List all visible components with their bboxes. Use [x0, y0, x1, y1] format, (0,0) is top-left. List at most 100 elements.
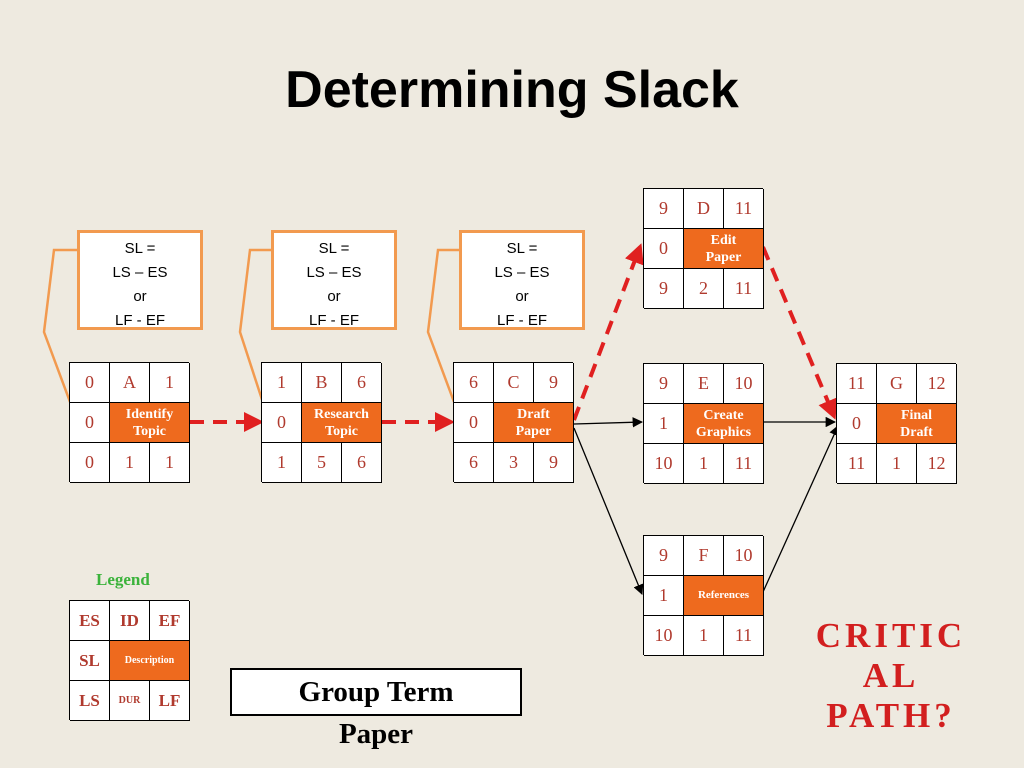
duration: 1 [877, 444, 917, 484]
late-start: 10 [644, 444, 684, 484]
legend-sl: SL [70, 641, 110, 681]
formula-line: LF - EF [496, 312, 547, 329]
slide-title: Determining Slack [285, 61, 739, 119]
slack: 1 [644, 404, 684, 444]
late-start: 1 [262, 443, 302, 483]
slack: 0 [454, 403, 494, 443]
formula-line: SL = [124, 240, 156, 257]
legend-title: Legend [96, 570, 150, 589]
callout-connector-b [238, 248, 271, 419]
late-finish: 12 [917, 444, 957, 484]
legend-description: Description [110, 641, 190, 681]
question-line: CRITIC [815, 616, 967, 655]
description-line: Draft [517, 406, 550, 422]
formula-line: LS – ES [306, 264, 362, 281]
description-line: Topic [325, 423, 358, 439]
duration: 1 [684, 444, 724, 484]
early-start: 9 [644, 189, 684, 229]
activity-id: B [302, 363, 342, 403]
description-line: Paper [705, 249, 742, 265]
formula-line: SL = [318, 240, 350, 257]
question-line: PATH? [826, 696, 956, 735]
slack-formula-callout: SL = LS – ES or LF - EF [77, 230, 203, 330]
formula-line: LF - EF [308, 312, 359, 329]
legend-ef: EF [150, 601, 190, 641]
activity-description: References [684, 576, 764, 616]
late-finish: 6 [342, 443, 382, 483]
early-finish: 11 [724, 189, 764, 229]
late-start: 10 [644, 616, 684, 656]
early-start: 9 [644, 536, 684, 576]
late-finish: 11 [724, 616, 764, 656]
slack-formula-callout: SL = LS – ES or LF - EF [271, 230, 397, 330]
legend-es: ES [70, 601, 110, 641]
description-line: Create [703, 407, 744, 423]
slack: 0 [70, 403, 110, 443]
project-name-box [230, 668, 522, 716]
arrow-c-e [573, 417, 644, 428]
critical-path-question: CRITIC AL PATH? [800, 616, 982, 736]
legend-ls: LS [70, 681, 110, 721]
legend-dur: DUR [110, 681, 150, 721]
description-line: Final [900, 407, 933, 423]
description-line: Identify [125, 406, 174, 422]
slack: 0 [837, 404, 877, 444]
description-line: Topic [133, 423, 166, 439]
early-start: 9 [644, 364, 684, 404]
early-start: 0 [70, 363, 110, 403]
description-line: Graphics [695, 424, 752, 440]
late-start: 9 [644, 269, 684, 309]
slack: 0 [644, 229, 684, 269]
duration: 5 [302, 443, 342, 483]
formula-line: LS – ES [494, 264, 550, 281]
description-line: Paper [515, 423, 552, 439]
formula-line: LS – ES [112, 264, 168, 281]
project-name-line: Group Term [298, 676, 454, 708]
slack-formula-callout: SL = LS – ES or LF - EF [459, 230, 585, 330]
description-line: Research [314, 406, 369, 422]
slack: 0 [262, 403, 302, 443]
early-finish: 12 [917, 364, 957, 404]
activity-id: F [684, 536, 724, 576]
early-finish: 1 [150, 363, 190, 403]
critical-arrow-d-g [761, 246, 838, 420]
early-finish: 9 [534, 363, 574, 403]
question-line: AL [862, 656, 920, 695]
description-line: Edit [710, 232, 737, 248]
late-finish: 9 [534, 443, 574, 483]
late-start: 6 [454, 443, 494, 483]
late-finish: 1 [150, 443, 190, 483]
duration: 1 [684, 616, 724, 656]
late-start: 11 [837, 444, 877, 484]
formula-line: or [515, 288, 529, 305]
activity-id: C [494, 363, 534, 403]
slack: 1 [644, 576, 684, 616]
activity-id: A [110, 363, 150, 403]
early-finish: 6 [342, 363, 382, 403]
description-line: Draft [900, 424, 933, 440]
late-start: 0 [70, 443, 110, 483]
formula-line: LF - EF [114, 312, 165, 329]
activity-id: E [684, 364, 724, 404]
formula-line: or [133, 288, 147, 305]
critical-arrow-c-d [572, 243, 644, 421]
late-finish: 11 [724, 269, 764, 309]
activity-node-f: 9 F 10 1 References 10 1 11 [643, 535, 764, 656]
project-name-line: Paper [338, 718, 414, 750]
duration: 2 [684, 269, 724, 309]
arrow-f-g [762, 425, 839, 593]
activity-id: D [684, 189, 724, 229]
formula-line: SL = [506, 240, 538, 257]
formula-line: or [327, 288, 341, 305]
